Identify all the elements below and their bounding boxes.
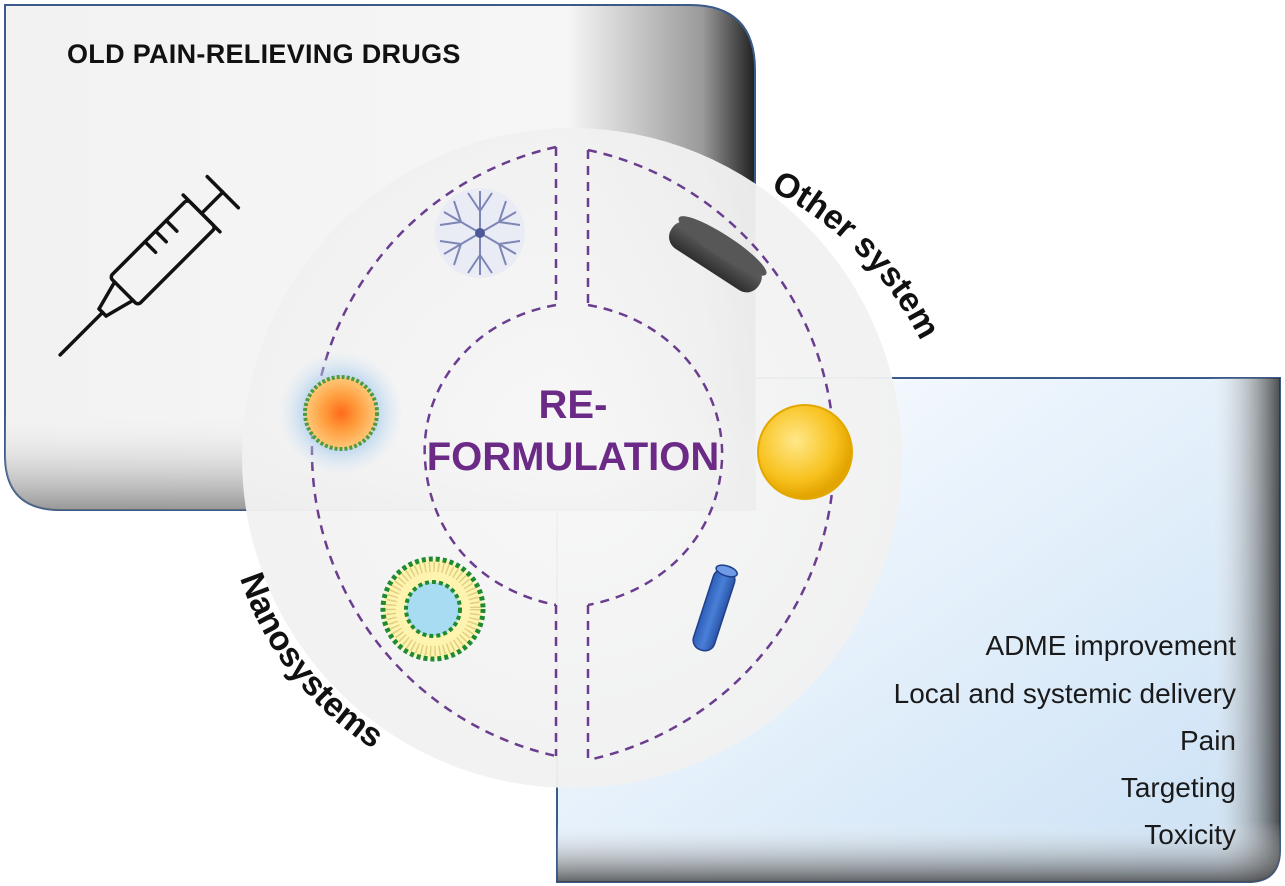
center-label-line1: RE- (539, 383, 608, 427)
nanoparticle-icon (279, 351, 403, 475)
dendrimer-icon (435, 188, 525, 278)
microsphere-icon (757, 404, 853, 500)
benefit-item: Targeting (1121, 772, 1236, 803)
benefit-item: Pain (1180, 725, 1236, 756)
benefits-list: ADME improvement Local and systemic deli… (894, 630, 1237, 850)
benefit-item: Local and systemic delivery (894, 678, 1236, 709)
center-label-line2: FORMULATION (427, 435, 720, 479)
benefit-item: Toxicity (1144, 819, 1236, 850)
tablet-icon (669, 216, 767, 293)
implant-rod-icon (692, 564, 738, 652)
liposome-icon (380, 556, 486, 662)
syringe-icon (58, 174, 241, 357)
benefit-item: ADME improvement (985, 630, 1236, 661)
panel-title: OLD PAIN-RELIEVING DRUGS (67, 39, 461, 69)
